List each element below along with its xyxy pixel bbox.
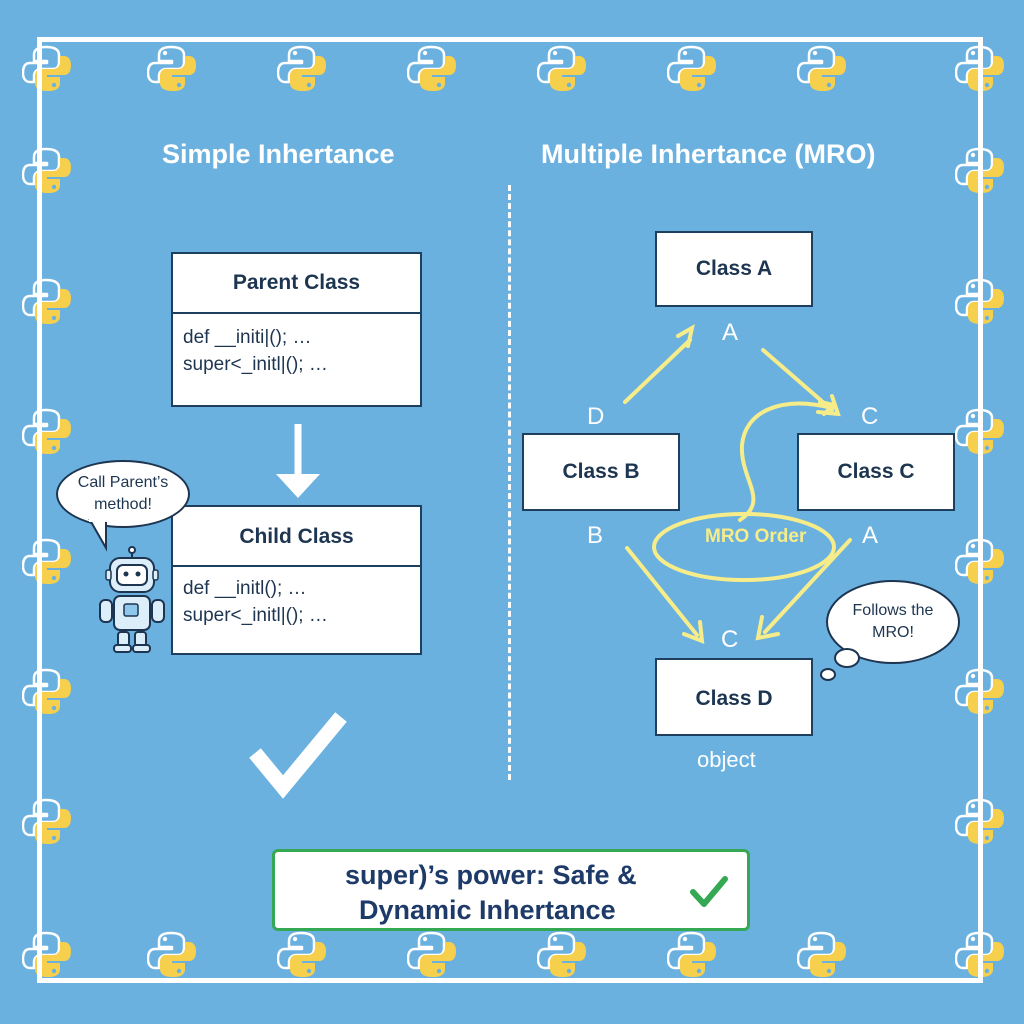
class-b-box: Class B	[522, 433, 680, 511]
parent-class-code: def __initi|(); … super<_initl|(); …	[173, 314, 420, 378]
banner-check-icon	[690, 876, 728, 907]
class-d-box: Class D	[655, 658, 813, 736]
white-frame	[37, 37, 983, 983]
summary-banner: super)’s power: Safe & Dynamic Inhertanc…	[272, 849, 750, 931]
robot-speech-text: Call Parent’s method!	[77, 474, 169, 513]
edge-label-right-c: C	[861, 403, 879, 430]
parent-code-line-1: def __initi|(); …	[183, 327, 312, 348]
edge-label-bottom-c: C	[721, 626, 739, 653]
edge-label-top-a: A	[722, 319, 739, 346]
class-a-name: Class A	[695, 257, 773, 280]
child-class-code: def __initl(); … super<_initl|(); …	[173, 567, 420, 629]
child-class-name: Child Class	[173, 507, 420, 567]
parent-code-line-2: super<_initl|(); …	[183, 354, 328, 375]
object-label: object	[697, 747, 756, 772]
banner-line-1: super)’s power: Safe &	[345, 860, 637, 890]
class-c-box: Class C	[797, 433, 955, 511]
class-b-name: Class B	[562, 460, 640, 483]
edge-label-left-d: D	[587, 403, 605, 430]
class-a-box: Class A	[655, 231, 813, 307]
parent-class-box: Parent Class def __initi|(); … super<_in…	[171, 252, 422, 407]
child-code-line-1: def __initl(); …	[183, 578, 307, 599]
mro-speech-text: Follows the MRO!	[852, 602, 934, 641]
parent-class-name: Parent Class	[173, 254, 420, 314]
divider-line	[508, 185, 511, 780]
class-d-name: Class D	[695, 687, 773, 710]
mro-order-label: MRO Order	[705, 526, 807, 547]
banner-line-2: Dynamic Inhertance	[359, 895, 616, 925]
class-c-name: Class C	[837, 460, 915, 483]
thought-bubble-dot-small	[820, 668, 836, 681]
checkmark-icon	[249, 712, 347, 799]
child-code-line-2: super<_initl|(); …	[183, 605, 328, 626]
left-panel-title: Simple Inhertance	[162, 139, 395, 169]
edge-label-right-a: A	[862, 522, 879, 549]
bubble-tail	[88, 518, 108, 552]
robot-icon	[99, 546, 165, 653]
down-arrow-icon	[276, 424, 320, 498]
thought-bubble-dot-large	[834, 648, 860, 668]
right-panel-title: Multiple Inhertance (MRO)	[541, 139, 876, 169]
edge-label-left-b: B	[587, 522, 604, 549]
child-class-box: Child Class def __initl(); … super<_init…	[171, 505, 422, 655]
robot-speech-bubble: Call Parent’s method!	[56, 460, 190, 528]
